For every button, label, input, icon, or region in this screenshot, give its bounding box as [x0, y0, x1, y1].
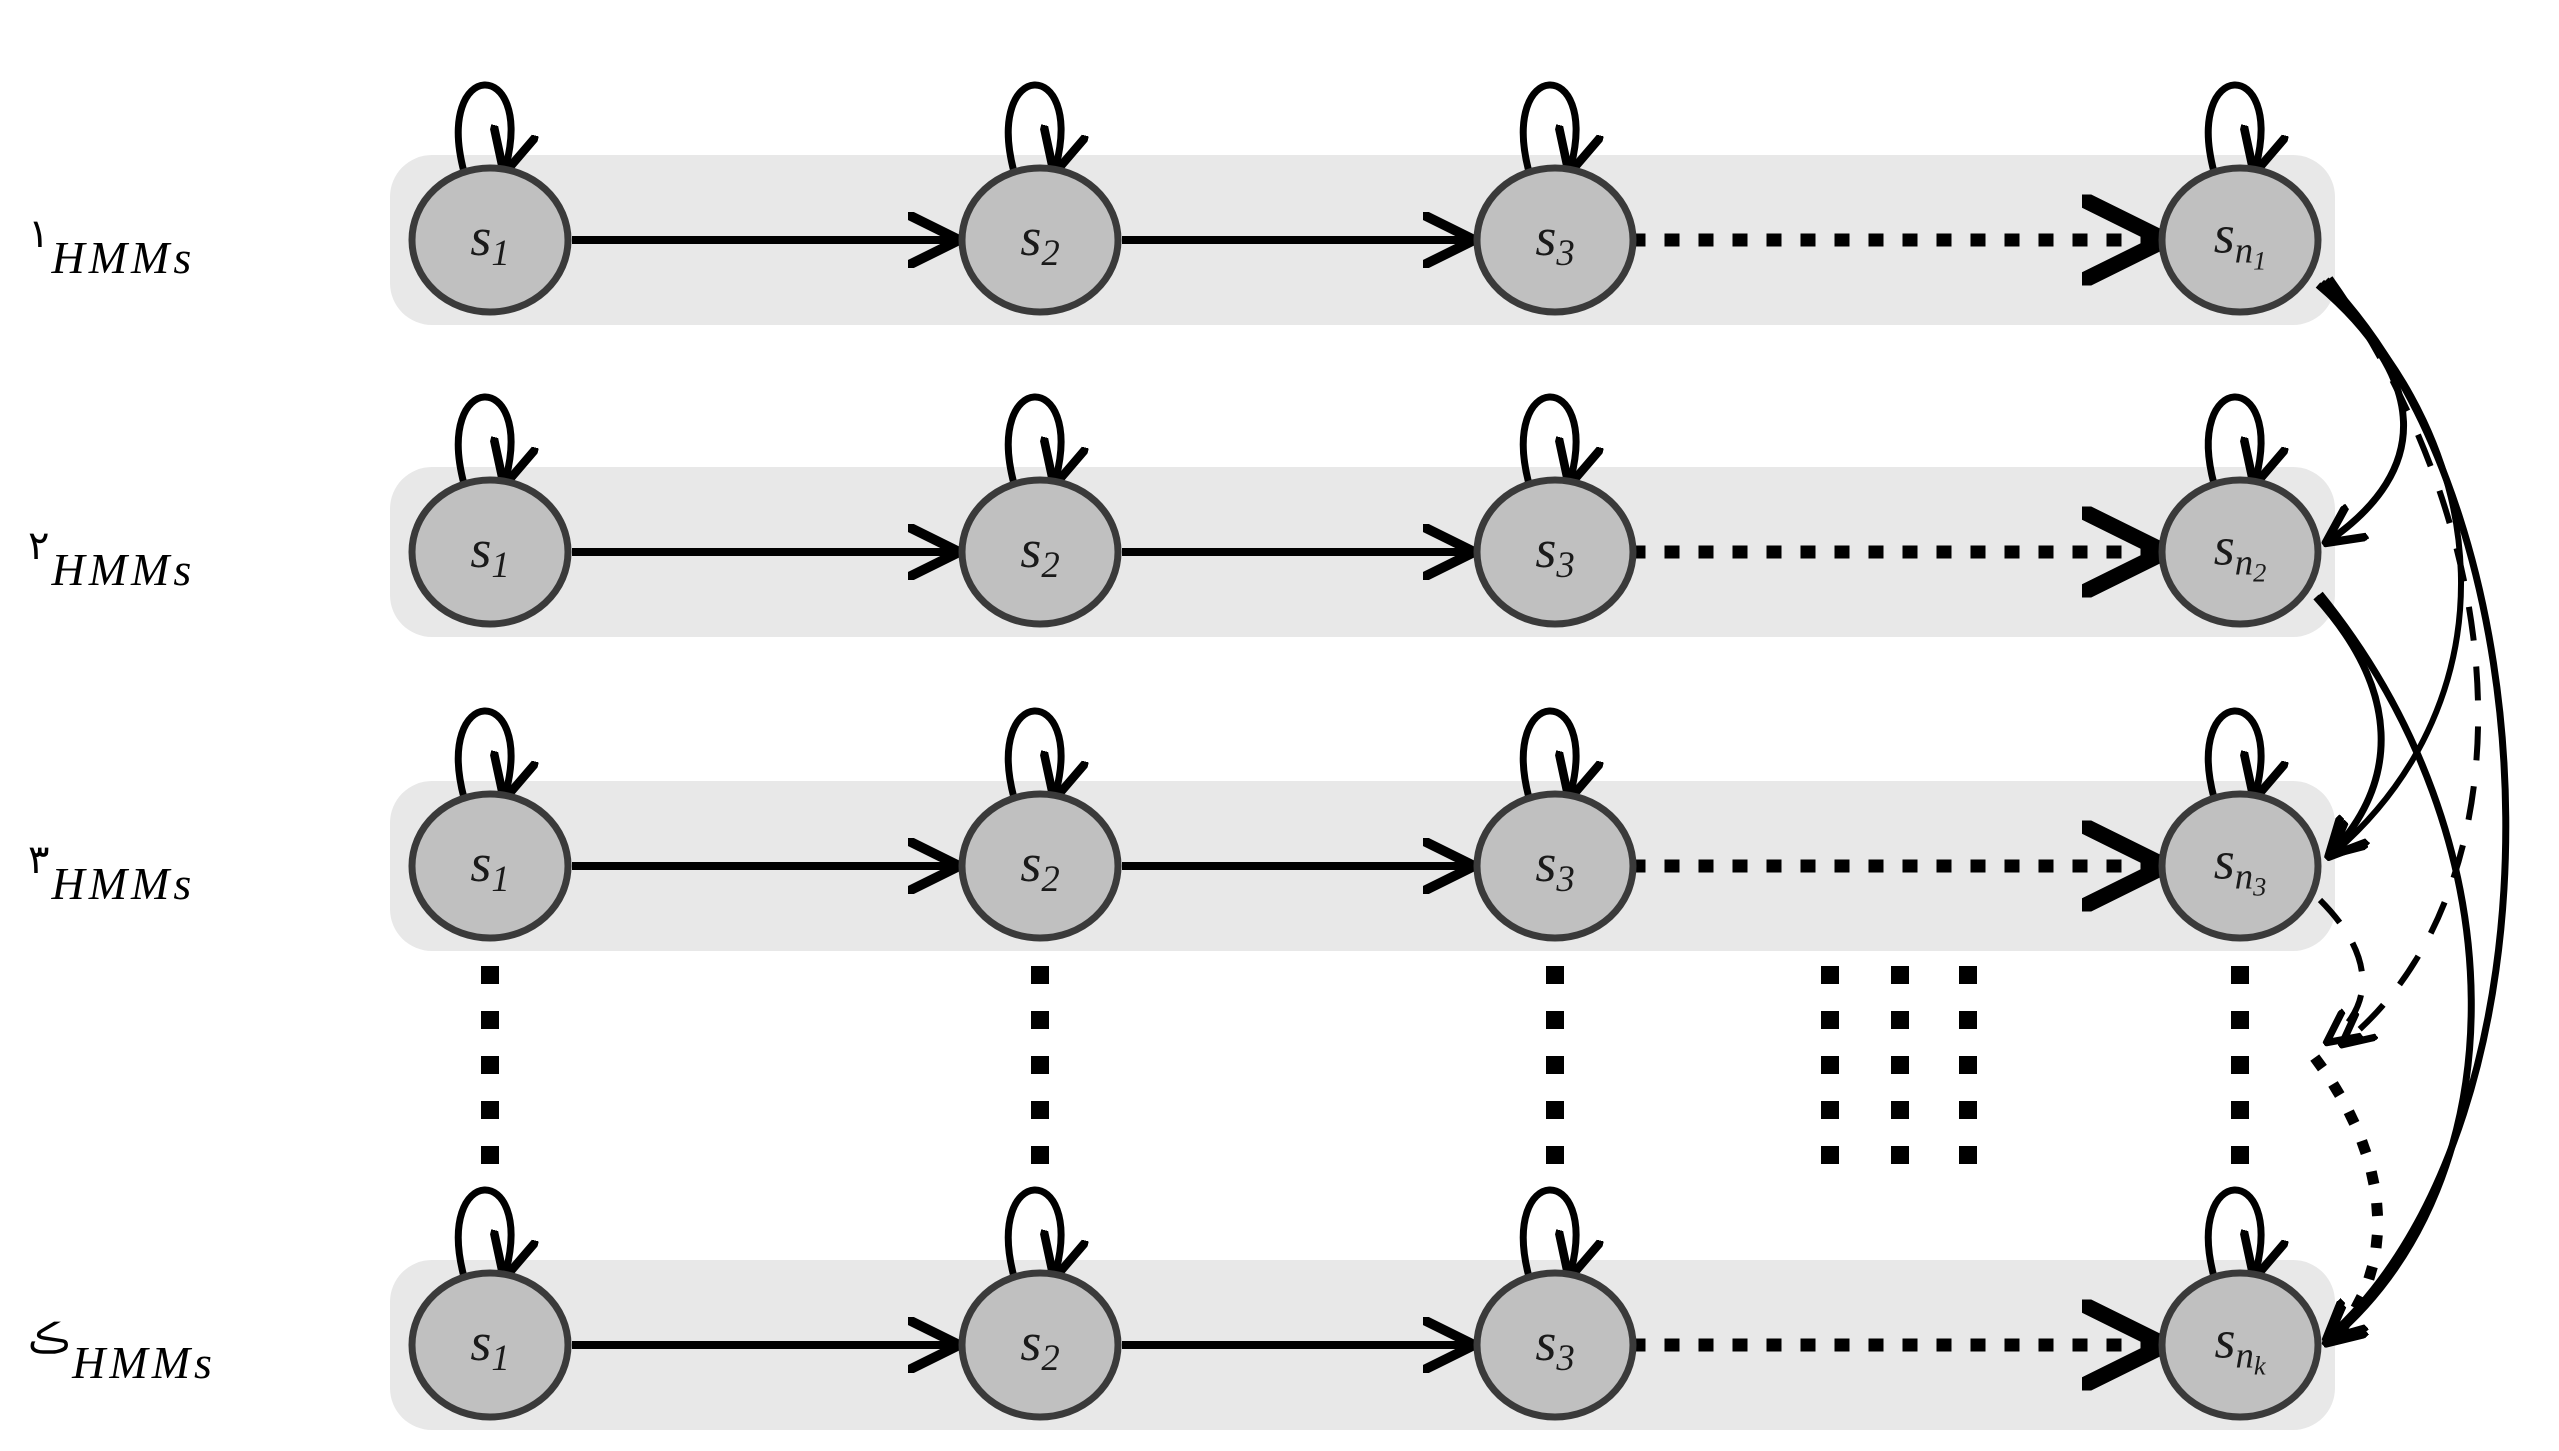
self-loop-edge	[2204, 81, 2261, 172]
self-loop-edge	[1004, 393, 1061, 484]
ellipsis-dot	[481, 1011, 499, 1029]
inter-level-edges	[2310, 276, 2510, 1350]
state-node[interactable]	[1473, 164, 1637, 316]
edge-sn1-to-sn2	[2315, 282, 2408, 540]
ellipsis-dot	[1821, 1101, 1839, 1119]
edge-sn3-to-ellipsis-dashed	[2317, 897, 2366, 1040]
ellipsis-dot	[1821, 966, 1839, 984]
row-label-row-2: ۲HMMs	[28, 522, 195, 596]
ellipsis-dot	[1959, 1146, 1977, 1164]
ellipsis-dot	[1546, 1101, 1564, 1119]
edge-ellipsis-to-snk-dotted	[2310, 1054, 2384, 1350]
ellipsis-dot	[1546, 1056, 1564, 1074]
ellipsis-dot	[1821, 1056, 1839, 1074]
state-node[interactable]	[2158, 476, 2322, 628]
edge-sn2-to-snk	[2317, 591, 2475, 1340]
edge-sn1-to-ellipsis-dashed	[2327, 276, 2482, 1042]
row-label-text: HMMs	[51, 232, 196, 283]
row-label-index: ۱	[28, 211, 50, 256]
ellipsis-dot	[1891, 1101, 1909, 1119]
state-node[interactable]	[1473, 476, 1637, 628]
self-loop-edges	[454, 81, 2261, 1277]
ellipsis-dot	[1959, 1101, 1977, 1119]
state-node[interactable]	[2158, 164, 2322, 316]
ellipsis-dot	[1031, 1101, 1049, 1119]
edge-sn1-to-snk	[2326, 277, 2510, 1336]
ellipsis-dot	[1959, 966, 1977, 984]
row-label-index: ۲	[28, 523, 50, 568]
self-loop-edge	[2204, 393, 2261, 484]
self-loop-edge	[454, 707, 511, 798]
ellipsis-dot	[1546, 966, 1564, 984]
ellipsis-dot	[1891, 1056, 1909, 1074]
state-node[interactable]	[2158, 790, 2322, 942]
edge-sn2-to-sn3	[2313, 594, 2385, 853]
ellipsis-dot	[2231, 1146, 2249, 1164]
state-nodes	[408, 164, 2322, 1421]
ellipsis-dot	[1821, 1146, 1839, 1164]
state-node[interactable]	[1473, 790, 1637, 942]
row-label-row-1: ۱HMMs	[28, 210, 195, 284]
state-node[interactable]	[958, 1269, 1122, 1421]
ellipsis-dot	[2231, 966, 2249, 984]
self-loop-edge	[2204, 1186, 2261, 1277]
ellipsis-dot	[2231, 1101, 2249, 1119]
ellipsis-dot	[481, 1146, 499, 1164]
vertical-ellipsis-dots	[481, 966, 2249, 1164]
ellipsis-dot	[1891, 1146, 1909, 1164]
row-bands	[390, 155, 2335, 1430]
chain-edges	[572, 240, 2150, 1345]
row-label-text: HMMs	[72, 1337, 216, 1388]
row-label-row-k: ڪHMMs	[28, 1315, 216, 1389]
ellipsis-dot	[481, 966, 499, 984]
self-loop-edge	[454, 1186, 511, 1277]
state-node[interactable]	[408, 476, 572, 628]
ellipsis-dot	[1031, 1146, 1049, 1164]
self-loop-edge	[1004, 707, 1061, 798]
row-label-text: HMMs	[51, 544, 196, 595]
row-label-row-3: ۳HMMs	[28, 836, 195, 910]
state-node[interactable]	[408, 164, 572, 316]
row-label-index: ڪ	[28, 1316, 71, 1361]
ellipsis-dot	[2231, 1011, 2249, 1029]
ellipsis-dot	[1031, 966, 1049, 984]
self-loop-edge	[1519, 393, 1576, 484]
ellipsis-dot	[1891, 966, 1909, 984]
ellipsis-dot	[1546, 1011, 1564, 1029]
state-node[interactable]	[1473, 1269, 1637, 1421]
self-loop-edge	[1519, 1186, 1576, 1277]
ellipsis-dot	[1891, 1011, 1909, 1029]
ellipsis-dot	[1821, 1011, 1839, 1029]
self-loop-edge	[454, 81, 511, 172]
row-label-index: ۳	[28, 837, 50, 882]
ellipsis-dot	[1031, 1056, 1049, 1074]
ellipsis-dot	[2231, 1056, 2249, 1074]
ellipsis-dot	[1031, 1011, 1049, 1029]
ellipsis-dot	[481, 1101, 499, 1119]
ellipsis-dot	[1959, 1056, 1977, 1074]
self-loop-edge	[454, 393, 511, 484]
ellipsis-dot	[1546, 1146, 1564, 1164]
state-node[interactable]	[2158, 1269, 2322, 1421]
state-node[interactable]	[408, 1269, 572, 1421]
ellipsis-dot	[1959, 1011, 1977, 1029]
state-node[interactable]	[408, 790, 572, 942]
self-loop-edge	[1519, 81, 1576, 172]
row-label-text: HMMs	[51, 858, 196, 909]
ellipsis-dot	[481, 1056, 499, 1074]
self-loop-edge	[1004, 81, 1061, 172]
state-node[interactable]	[958, 476, 1122, 628]
state-node[interactable]	[958, 164, 1122, 316]
self-loop-edge	[2204, 707, 2261, 798]
self-loop-edge	[1004, 1186, 1061, 1277]
self-loop-edge	[1519, 707, 1576, 798]
state-node[interactable]	[958, 790, 1122, 942]
